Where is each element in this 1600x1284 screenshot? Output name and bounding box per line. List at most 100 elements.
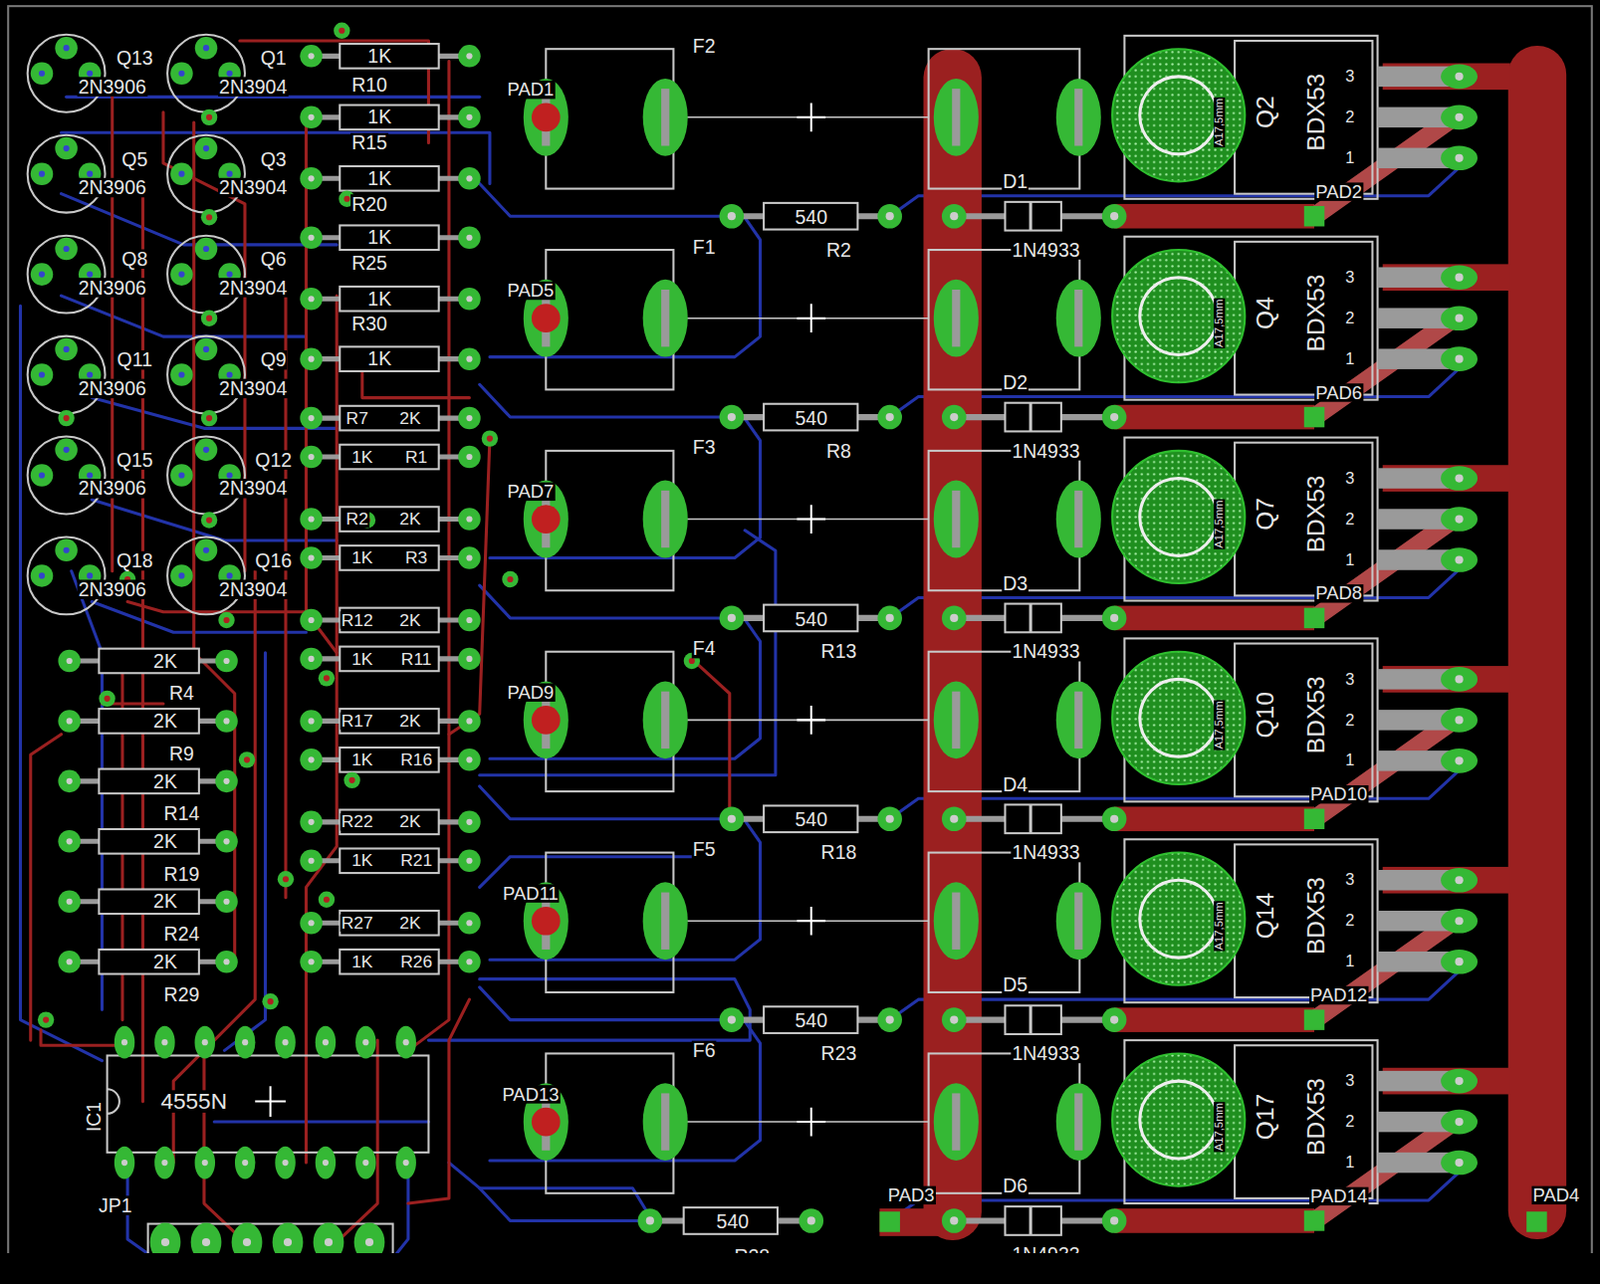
ground-bus bbox=[1508, 45, 1567, 1240]
part-label: A17,5mm bbox=[1213, 699, 1225, 750]
part-label: 2 bbox=[1344, 109, 1356, 126]
pad-drill bbox=[178, 171, 185, 178]
resistor-body bbox=[339, 949, 439, 975]
transistor-pad bbox=[1440, 1150, 1478, 1176]
pad-drill bbox=[465, 554, 472, 561]
pad-drill bbox=[86, 70, 93, 77]
signal-trace-top bbox=[305, 122, 337, 654]
fuse-lead bbox=[661, 490, 670, 548]
pads bbox=[30, 22, 1548, 1254]
pad-drill bbox=[66, 958, 73, 965]
pad-drill bbox=[308, 617, 315, 624]
diode-pad bbox=[1102, 1007, 1128, 1033]
via bbox=[277, 871, 294, 888]
resistor-body bbox=[98, 889, 199, 915]
fuse-pad-hole bbox=[531, 705, 561, 735]
header-pad bbox=[272, 1223, 304, 1254]
pad-drill bbox=[223, 717, 229, 724]
diode-pad bbox=[1102, 204, 1128, 229]
pad-drill bbox=[308, 515, 315, 522]
part-label: PAD2 bbox=[1314, 182, 1364, 201]
resistor-body bbox=[339, 166, 439, 192]
resistor-body bbox=[98, 829, 199, 855]
pad-drill bbox=[66, 838, 73, 845]
transistor-pin bbox=[1377, 307, 1450, 328]
part-label: 1K bbox=[366, 169, 393, 189]
pad-drill bbox=[465, 617, 472, 624]
pad-drill bbox=[727, 815, 736, 824]
signal-trace-bottom bbox=[60, 295, 306, 337]
signal-trace-top bbox=[336, 1040, 378, 1243]
wire-pad bbox=[1304, 608, 1325, 629]
diode-body bbox=[1004, 403, 1061, 433]
resistor-pad bbox=[457, 407, 481, 431]
resistor-body bbox=[339, 406, 439, 432]
resistor-body bbox=[98, 708, 199, 734]
pad-drill bbox=[465, 52, 472, 59]
part-label: 1K bbox=[350, 448, 374, 465]
transistor-pad bbox=[1440, 667, 1478, 692]
to92-pad bbox=[195, 338, 219, 362]
resistor-body bbox=[339, 708, 439, 734]
part-label: 2N3906 bbox=[77, 277, 148, 297]
part-label: R28 bbox=[732, 1247, 771, 1254]
signal-trace-top bbox=[30, 734, 62, 1041]
bottom-traces bbox=[19, 96, 1469, 1254]
to92-outline bbox=[27, 336, 106, 415]
part-label: R25 bbox=[350, 253, 389, 273]
part-label: F5 bbox=[691, 840, 717, 860]
pad-drill bbox=[949, 815, 958, 824]
part-label: Q3 bbox=[259, 149, 288, 169]
part-label: Q5 bbox=[120, 149, 149, 169]
diode-trace bbox=[1114, 806, 1315, 832]
via-drill bbox=[282, 876, 289, 883]
to92-outline bbox=[167, 135, 245, 214]
to92-pad bbox=[170, 262, 194, 286]
part-label: 2N3906 bbox=[77, 579, 148, 599]
part-label: PAD14 bbox=[1309, 1187, 1369, 1206]
transistor-pin bbox=[1377, 66, 1450, 87]
to92-pad bbox=[30, 363, 54, 387]
pad-drill bbox=[365, 1238, 374, 1247]
transistor-pad bbox=[1440, 707, 1478, 733]
pad-drill bbox=[161, 1039, 168, 1046]
to92-pad bbox=[170, 564, 194, 588]
part-label: 2 bbox=[1344, 309, 1356, 326]
pad-drill bbox=[161, 1159, 168, 1166]
part-label: R8 bbox=[825, 441, 853, 460]
to92-pad bbox=[54, 36, 78, 60]
fuse-lead bbox=[951, 691, 960, 749]
pad-drill bbox=[203, 547, 210, 554]
via-drill bbox=[206, 516, 213, 523]
pad-drill bbox=[308, 234, 315, 241]
board-ground bbox=[0, 0, 1600, 1254]
part-label: 1K bbox=[350, 953, 374, 971]
pad-drill bbox=[949, 212, 958, 221]
part-label: R24 bbox=[163, 924, 202, 944]
center-cross bbox=[796, 705, 826, 735]
fuse-lead bbox=[951, 88, 960, 146]
to92-outline bbox=[167, 336, 245, 415]
base-trace bbox=[1314, 719, 1454, 819]
via-drill bbox=[688, 658, 695, 665]
pad-drill bbox=[465, 175, 472, 182]
pad-drill bbox=[38, 271, 45, 278]
fuse-pad bbox=[933, 480, 979, 559]
pad-drill bbox=[465, 356, 472, 363]
pad-drill bbox=[465, 295, 472, 302]
signal-trace-bottom bbox=[479, 857, 715, 889]
pad-drill bbox=[308, 554, 315, 561]
part-label: D6 bbox=[1001, 1176, 1029, 1196]
pad-drill bbox=[66, 899, 73, 906]
pad-drill bbox=[242, 1238, 251, 1247]
transistor-pin bbox=[1377, 107, 1450, 128]
part-label: 2K bbox=[152, 711, 179, 731]
part-label: 2 bbox=[1344, 711, 1356, 728]
via bbox=[201, 309, 218, 326]
part-label: PAD7 bbox=[505, 482, 555, 501]
pad-drill bbox=[38, 471, 45, 478]
part-label: 2N3906 bbox=[77, 76, 148, 96]
part-label: 2N3904 bbox=[218, 76, 288, 96]
signal-trace-top bbox=[204, 1030, 245, 1243]
diode-pad bbox=[941, 806, 967, 832]
